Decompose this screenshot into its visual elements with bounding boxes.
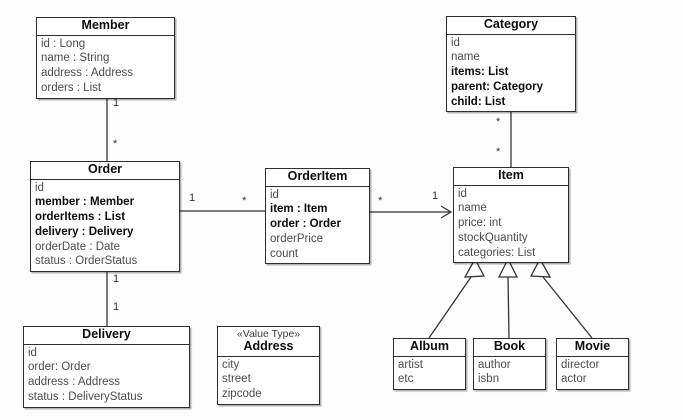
- class-address-name: Address: [218, 339, 319, 357]
- attribute: director: [561, 358, 600, 371]
- multiplicity-label: 1: [113, 273, 120, 285]
- class-book: Book author isbn: [473, 338, 546, 391]
- attribute: price: int: [458, 217, 502, 230]
- attribute: parent: Category: [451, 80, 544, 93]
- attribute: member : Member: [35, 196, 135, 209]
- attribute: orderItems : List: [35, 211, 126, 224]
- attribute: items: List: [451, 66, 509, 79]
- attribute: address : Address: [28, 376, 121, 389]
- class-album-attributes: artist etc: [394, 357, 465, 390]
- open-arrowhead-icon: [440, 205, 453, 219]
- multiplicity-label: 1: [113, 97, 120, 109]
- class-address-attributes: city street zipcode: [218, 357, 319, 404]
- multiplicity-label: 1: [113, 301, 120, 313]
- attribute: item : Item: [270, 203, 328, 216]
- attribute: address : Address: [41, 67, 134, 80]
- attribute: status : DeliveryStatus: [28, 390, 143, 403]
- class-item-name: Item: [454, 168, 568, 186]
- class-orderitem-name: OrderItem: [266, 169, 369, 187]
- class-item-attributes: id name price: int stockQuantity categor…: [454, 186, 568, 263]
- class-delivery-attributes: id order: Order address : Address status…: [24, 345, 189, 407]
- multiplicity-label: *: [113, 138, 118, 150]
- generalization-book-item: [507, 276, 510, 339]
- class-album: Album artist etc: [393, 338, 466, 391]
- class-movie-name: Movie: [557, 339, 628, 357]
- class-delivery-name: Delivery: [24, 327, 189, 345]
- attribute: id: [28, 346, 37, 359]
- class-order-attributes: id member : Member orderItems : List del…: [31, 180, 179, 272]
- attribute: categories: List: [458, 246, 536, 259]
- attribute: name: [458, 202, 487, 215]
- class-orderitem: OrderItem id item : Item order : Order o…: [265, 168, 370, 265]
- attribute: zipcode: [222, 388, 262, 401]
- attribute: isbn: [478, 373, 500, 386]
- attribute: status : OrderStatus: [35, 255, 138, 268]
- class-order: Order id member : Member orderItems : Li…: [30, 161, 180, 273]
- attribute: stockQuantity: [458, 231, 528, 244]
- attribute: order: Order: [28, 361, 91, 374]
- attribute: name : String: [41, 52, 110, 65]
- attribute: id : Long: [41, 37, 86, 50]
- generalization-movie-item: [542, 276, 593, 339]
- attribute: etc: [398, 373, 414, 386]
- multiplicity-label: 1: [432, 190, 439, 202]
- class-member-attributes: id : Long name : String address : Addres…: [37, 36, 174, 98]
- multiplicity-label: *: [378, 195, 383, 207]
- class-delivery: Delivery id order: Order address : Addre…: [23, 326, 190, 408]
- attribute: id: [270, 188, 279, 201]
- class-category-attributes: id name items: List parent: Category chi…: [447, 35, 575, 112]
- class-movie-attributes: director actor: [557, 357, 628, 390]
- attribute: artist: [398, 358, 423, 371]
- multiplicity-label: *: [496, 146, 501, 158]
- class-category: Category id name items: List parent: Cat…: [446, 16, 576, 113]
- attribute: count: [270, 247, 299, 260]
- attribute: delivery : Delivery: [35, 225, 134, 238]
- class-book-attributes: author isbn: [474, 357, 545, 390]
- attribute: orderDate : Date: [35, 240, 121, 253]
- class-book-name: Book: [474, 339, 545, 357]
- attribute: id: [458, 187, 467, 200]
- multiplicity-label: *: [496, 116, 501, 128]
- class-item: Item id name price: int stockQuantity ca…: [453, 167, 569, 264]
- attribute: name: [451, 51, 480, 64]
- class-order-name: Order: [31, 162, 179, 180]
- attribute: id: [35, 181, 44, 194]
- class-address-stereotype: «Value Type»: [236, 328, 301, 340]
- class-orderitem-attributes: id item : Item order : Order orderPrice …: [266, 187, 369, 264]
- generalization-album-item: [428, 276, 472, 339]
- attribute: orderPrice: [270, 232, 324, 245]
- attribute: id: [451, 36, 460, 49]
- class-category-name: Category: [447, 17, 575, 35]
- attribute: orders : List: [41, 81, 102, 94]
- attribute: child: List: [451, 95, 506, 108]
- multiplicity-label: 1: [189, 192, 196, 204]
- attribute: city: [222, 358, 240, 371]
- multiplicity-label: *: [242, 195, 247, 207]
- attribute: author: [478, 358, 511, 371]
- class-member: Member id : Long name : String address :…: [36, 17, 175, 99]
- attribute: actor: [561, 373, 587, 386]
- class-movie: Movie director actor: [556, 338, 629, 391]
- class-album-name: Album: [394, 339, 465, 357]
- attribute: street: [222, 373, 251, 386]
- class-member-name: Member: [37, 18, 174, 36]
- class-address: «Value Type» Address city street zipcode: [217, 326, 320, 405]
- attribute: order : Order: [270, 218, 341, 231]
